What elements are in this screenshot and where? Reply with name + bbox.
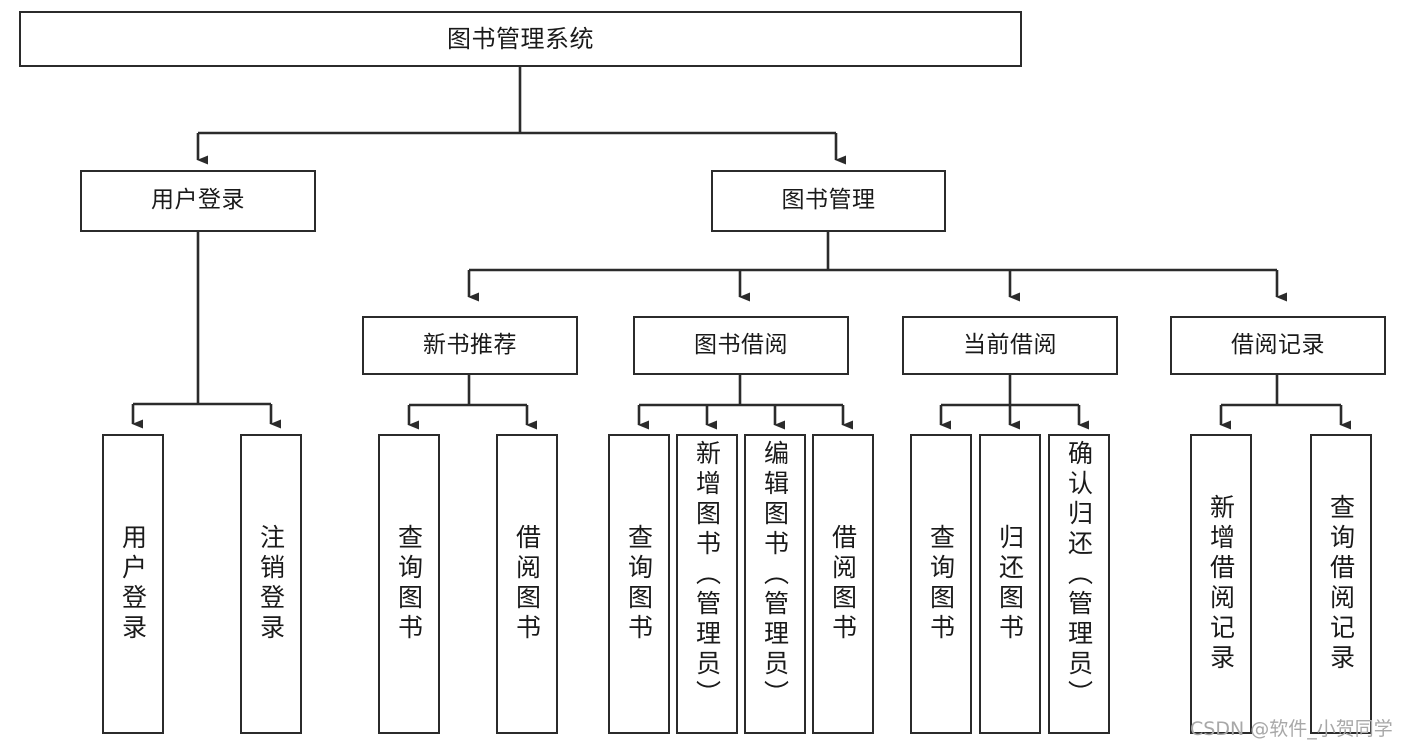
node-leaf-query-record[interactable]: 查询借阅记录 — [1310, 434, 1372, 734]
node-leaf-query-book-3[interactable]: 查询图书 — [910, 434, 972, 734]
node-leaf-logout-login[interactable]: 注销登录 — [240, 434, 302, 734]
node-leaf-confirm-return[interactable]: 确认归还（管理员） — [1048, 434, 1110, 734]
node-root-label: 图书管理系统 — [447, 24, 594, 53]
node-leaf-return-book-label: 归还图书 — [995, 524, 1025, 644]
node-leaf-query-book-2-label: 查询图书 — [624, 524, 654, 644]
node-leaf-borrow-book-2[interactable]: 借阅图书 — [812, 434, 874, 734]
node-leaf-query-book-3-label: 查询图书 — [926, 524, 956, 644]
node-book-borrow[interactable]: 图书借阅 — [633, 316, 849, 375]
node-root[interactable]: 图书管理系统 — [19, 11, 1022, 67]
node-user-login[interactable]: 用户登录 — [80, 170, 316, 232]
node-leaf-query-book-1[interactable]: 查询图书 — [378, 434, 440, 734]
node-leaf-query-book-1-label: 查询图书 — [394, 524, 424, 644]
node-leaf-user-login-label: 用户登录 — [118, 524, 148, 644]
node-borrow-record-label: 借阅记录 — [1231, 331, 1325, 358]
node-current-borrow[interactable]: 当前借阅 — [902, 316, 1118, 375]
node-leaf-borrow-book-1-label: 借阅图书 — [512, 524, 542, 644]
node-leaf-edit-book-label: 编辑图书（管理员） — [760, 440, 790, 710]
node-borrow-record[interactable]: 借阅记录 — [1170, 316, 1386, 375]
node-leaf-edit-book[interactable]: 编辑图书（管理员） — [744, 434, 806, 734]
node-leaf-add-book-label: 新增图书（管理员） — [692, 440, 722, 710]
node-current-borrow-label: 当前借阅 — [963, 331, 1057, 358]
node-leaf-borrow-book-1[interactable]: 借阅图书 — [496, 434, 558, 734]
node-leaf-logout-login-label: 注销登录 — [256, 524, 286, 644]
node-new-book-recommend-label: 新书推荐 — [423, 331, 517, 358]
node-leaf-query-book-2[interactable]: 查询图书 — [608, 434, 670, 734]
node-book-borrow-label: 图书借阅 — [694, 331, 788, 358]
node-leaf-add-book[interactable]: 新增图书（管理员） — [676, 434, 738, 734]
node-leaf-add-record-label: 新增借阅记录 — [1206, 494, 1236, 674]
node-new-book-recommend[interactable]: 新书推荐 — [362, 316, 578, 375]
node-leaf-user-login[interactable]: 用户登录 — [102, 434, 164, 734]
watermark-text: CSDN @软件_小贺同学 — [1190, 718, 1393, 740]
node-book-management[interactable]: 图书管理 — [711, 170, 946, 232]
node-leaf-confirm-return-label: 确认归还（管理员） — [1064, 440, 1094, 710]
node-leaf-return-book[interactable]: 归还图书 — [979, 434, 1041, 734]
node-book-management-label: 图书管理 — [781, 187, 876, 214]
node-user-login-label: 用户登录 — [151, 187, 245, 214]
node-leaf-add-record[interactable]: 新增借阅记录 — [1190, 434, 1252, 734]
node-leaf-query-record-label: 查询借阅记录 — [1326, 494, 1356, 674]
node-leaf-borrow-book-2-label: 借阅图书 — [828, 524, 858, 644]
